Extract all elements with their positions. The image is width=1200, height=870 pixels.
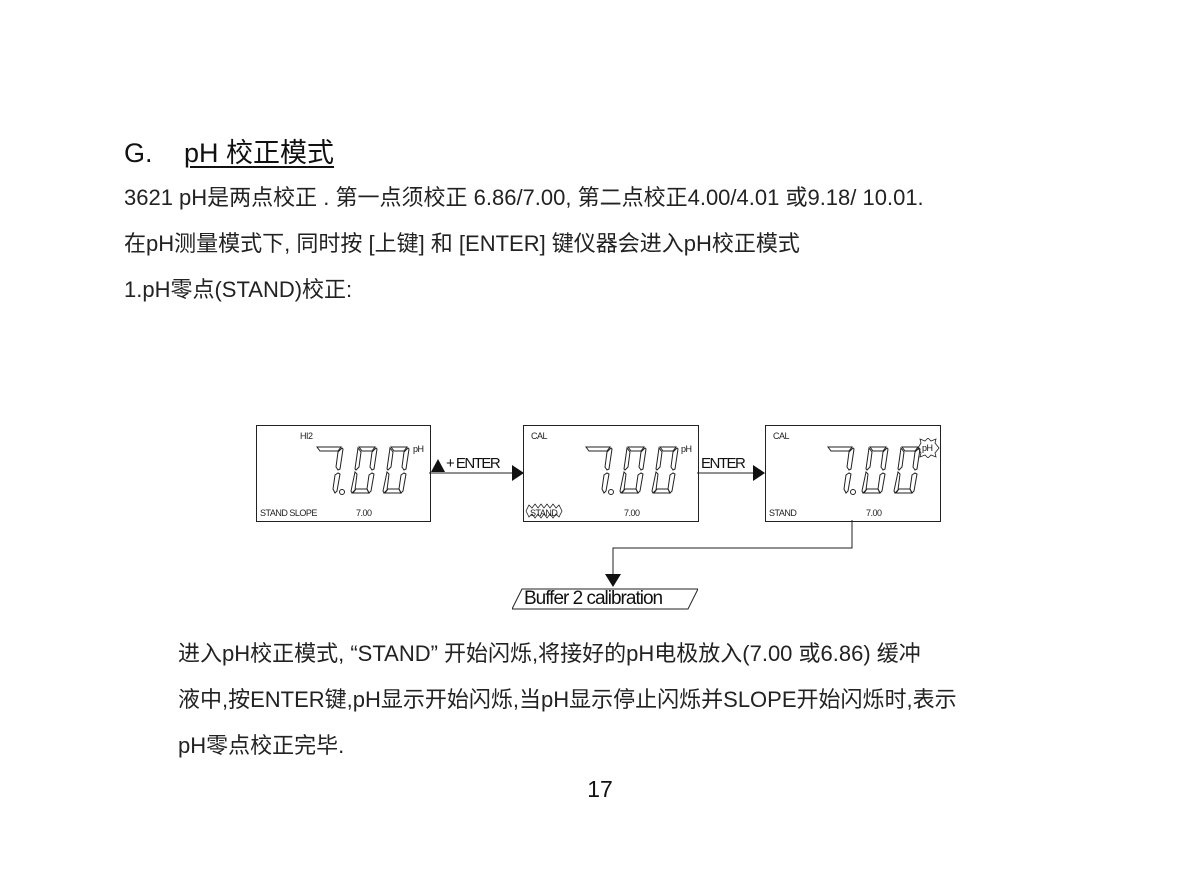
buffer-value: 7.00 [624,508,640,518]
section-title: pH 校正模式 [184,138,335,168]
ph-unit-label: pH [681,444,692,454]
mode-indicator: CAL [773,431,790,441]
arrow-up-enter [429,459,524,481]
mode-indicator: HI2 [300,431,313,441]
subsection-title: 1.pH零点(STAND)校正: [124,277,353,302]
transition-label-2: ENTER [701,455,746,472]
blink-indicator-icon [525,503,563,519]
blink-indicator-icon [917,438,940,458]
lcd-digits [827,446,921,495]
next-step-box: Buffer 2 calibration [512,588,698,610]
body-line-2: 液中,按ENTER键,pH显示开始闪烁,当pH显示停止闪烁并SLOPE开始闪烁时… [178,687,957,712]
status-indicator-blinking: STAND [530,508,558,518]
up-key-icon [431,459,445,472]
lcd-digits [316,446,410,495]
transition-label-1: + ENTER [446,455,501,472]
ph-unit-label: pH [413,444,424,454]
lcd-display-cal-ph-blink: CAL pH STAND 7.00 [765,425,941,522]
intro-line-2: 在pH测量模式下, 同时按 [上键] 和 [ENTER] 键仪器会进入pH校正模… [124,231,800,256]
page-number: 17 [587,776,613,802]
lcd-display-cal-stand: CAL pH STAND 7.00 [523,425,699,522]
status-indicators: STAND SLOPE [260,508,317,518]
buffer-value: 7.00 [866,508,882,518]
ph-unit-label-blinking: pH [922,443,933,453]
arrow-enter [697,465,765,481]
buffer-value: 7.00 [356,508,372,518]
lcd-digits [585,446,679,495]
mode-indicator: CAL [531,431,548,441]
body-line-3: pH零点校正完毕. [178,733,345,758]
section-heading: G. pH 校正模式 [124,136,334,170]
intro-line-1: 3621 pH是两点校正 . 第一点须校正 6.86/7.00, 第二点校正4.… [124,185,924,210]
body-line-1: 进入pH校正模式, “STAND” 开始闪烁,将接好的pH电极放入(7.00 或… [178,641,921,666]
status-indicators: STAND [769,508,797,518]
lcd-display-measure: HI2 pH STAND SLOPE 7.00 [256,425,431,522]
connector-arrow [605,520,853,587]
section-letter: G. [124,138,153,168]
next-step-label: Buffer 2 calibration [524,588,663,609]
